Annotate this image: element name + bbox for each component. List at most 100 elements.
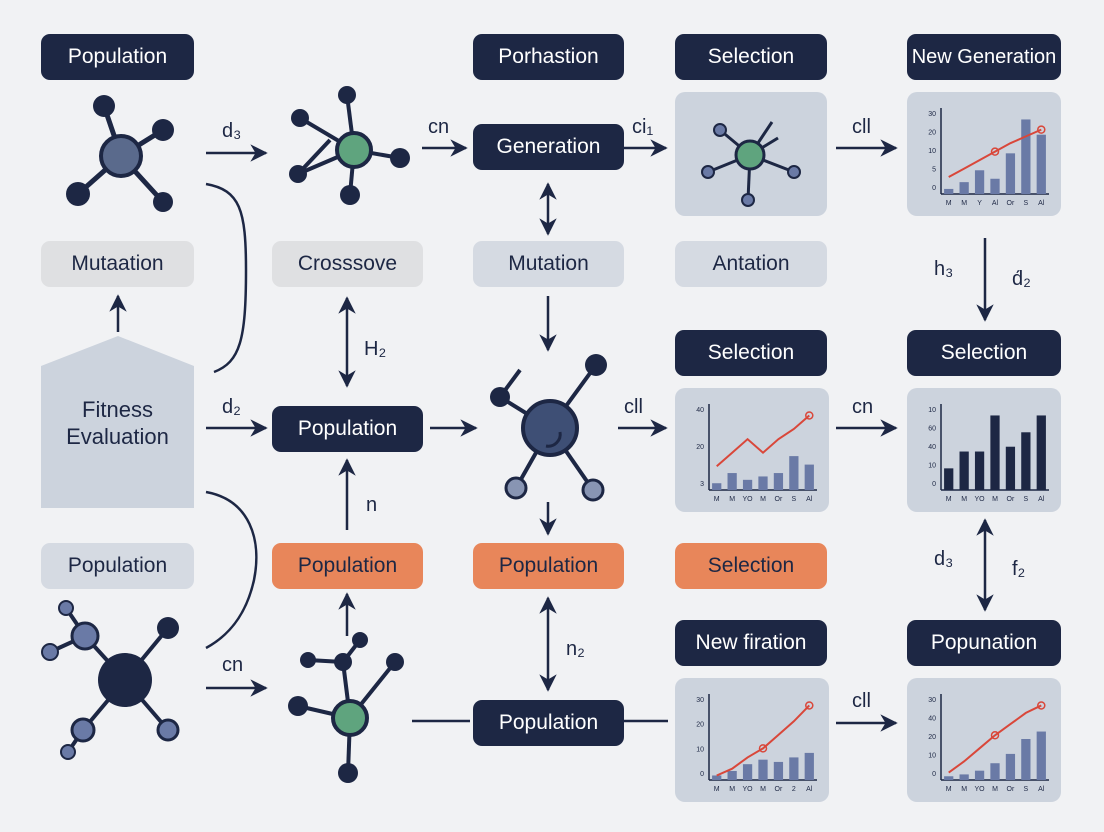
chart-line-end-0 [1037,125,1046,134]
chart-ytick-4-2: 20 [928,734,936,741]
chart-ytick-3-0: 30 [696,697,704,704]
molecule-bottom-left [41,600,180,760]
chart-xtick-0-0: M [946,200,952,207]
chart-ytick-1-1: 20 [696,444,704,451]
chart-ytick-0-3: 5 [932,167,936,174]
chart-line-mid-3 [758,744,768,753]
chart-xtick-2-2: YO [975,496,986,503]
edge-label-cll-top: cll [852,116,871,138]
chart-ytick-2-2: 40 [928,444,936,451]
chart-ytick-4-3: 10 [928,753,936,760]
chart-xtick-1-6: Al [806,496,813,503]
edge-label-cll-mid: cll [624,396,643,418]
chart-xtick-1-4: Or [775,496,783,503]
chart-xtick-1-5: S [792,496,797,503]
edge-label-d2-right: d́₂ [1012,268,1031,290]
chart-ytick-3-3: 0 [700,771,704,778]
chart-xtick-0-5: S [1024,200,1029,207]
chart-xtick-0-1: M [961,200,967,207]
node-population-center[interactable]: Population [272,406,423,452]
chart-xtick-3-4: Or [775,786,783,793]
chart-bar-2-3 [990,415,1000,490]
chart-line-end-1 [805,411,814,420]
node-population-orange-2[interactable]: Population [473,543,624,589]
chart-bar-3-5 [789,757,799,780]
node-population-orange-1[interactable]: Population [272,543,423,589]
chart-bar-0-6 [1036,134,1046,194]
chart-xtick-2-6: Al [1038,496,1045,503]
chart-line-3 [716,704,811,777]
edge-label-h2: H₂ [364,338,387,360]
chart-xtick-3-5: 2 [792,786,796,793]
node-new-generation[interactable]: New Generation [907,34,1061,80]
chart-xtick-0-3: Al [992,200,999,207]
chart-xtick-4-1: M [961,786,967,793]
chart-bar-0-4 [1005,153,1016,194]
node-selection-right[interactable]: Selection [907,330,1061,376]
chart-xtick-3-1: M [729,786,735,793]
chart-bar-0-2 [974,170,985,194]
node-porhastion[interactable]: Porhastion [473,34,624,80]
chart-ytick-0-0: 30 [928,111,936,118]
chart-line-1 [716,414,810,468]
chart-xtick-4-2: YO [975,786,986,793]
node-mutation[interactable]: Mutation [473,241,624,287]
chart-xtick-2-1: M [961,496,967,503]
edge-label-n: n [366,494,378,516]
node-popunation[interactable]: Popunation [907,620,1061,666]
node-population-bottom-left[interactable]: Population [41,543,194,589]
molecule-top-2 [289,86,410,205]
chart-bar-2-4 [1005,446,1016,490]
edge-label-d3-right: d₃ [934,548,954,570]
chart-bar-3-3 [758,759,768,780]
chart-xtick-3-0: M [714,786,720,793]
chart-bar-4-5 [1021,739,1031,780]
molecule-bottom-2 [288,632,404,783]
edge-label-d3-top: d₃ [222,120,242,142]
node-new-firation[interactable]: New firation [675,620,827,666]
molecule-top-left [66,95,174,212]
fitness-line-1: Fitness [82,397,153,422]
chart-bar-4-1 [959,774,969,780]
chart-bar-1-6 [804,464,814,490]
chart-bar-4-0 [944,776,954,780]
chart-bar-4-2 [974,770,985,780]
chart-xtick-4-0: M [946,786,952,793]
node-selection-mid[interactable]: Selection [675,330,827,376]
chart-bar-3-1 [727,770,737,780]
chart-bar-2-1 [959,451,969,490]
molecule-panel [701,121,801,207]
chart-xtick-2-4: Or [1007,496,1015,503]
node-selection-top[interactable]: Selection [675,34,827,80]
node-population-bottom[interactable]: Population [473,700,624,746]
node-mutaation[interactable]: Mutaation [41,241,194,287]
edge-label-cll-bottom: cll [852,690,871,712]
node-population-top-left[interactable]: Population [41,34,194,80]
chart-xtick-1-1: M [729,496,735,503]
node-crosssove[interactable]: Crosssove [272,241,423,287]
node-generation[interactable]: Generation [473,124,624,170]
node-selection-orange[interactable]: Selection [675,543,827,589]
edge-label-h3: h₃ [934,258,954,280]
chart-bar-4-6 [1036,731,1046,780]
chart-xtick-2-5: S [1024,496,1029,503]
chart-xtick-2-3: M [992,496,998,503]
chart-bar-4-4 [1005,753,1016,780]
chart-xtick-4-6: Al [1038,786,1045,793]
chart-line-4 [948,704,1042,774]
chart-ytick-1-0: 40 [696,407,704,414]
molecule-center [490,354,607,502]
chart-ytick-2-3: 10 [928,463,936,470]
chart-ytick-1-2: 3 [700,481,704,488]
edge-label-n2: n₂ [566,638,585,660]
chart-bar-4-3 [990,763,1000,780]
chart-xtick-3-3: M [760,786,766,793]
chart-xtick-0-6: Al [1038,200,1045,207]
chart-bar-1-4 [773,473,784,490]
node-antation[interactable]: Antation [675,241,827,287]
arrows [109,139,994,732]
node-fitness-evaluation[interactable]: Fitness Evaluation [41,396,194,450]
chart-bar-3-2 [742,764,753,780]
